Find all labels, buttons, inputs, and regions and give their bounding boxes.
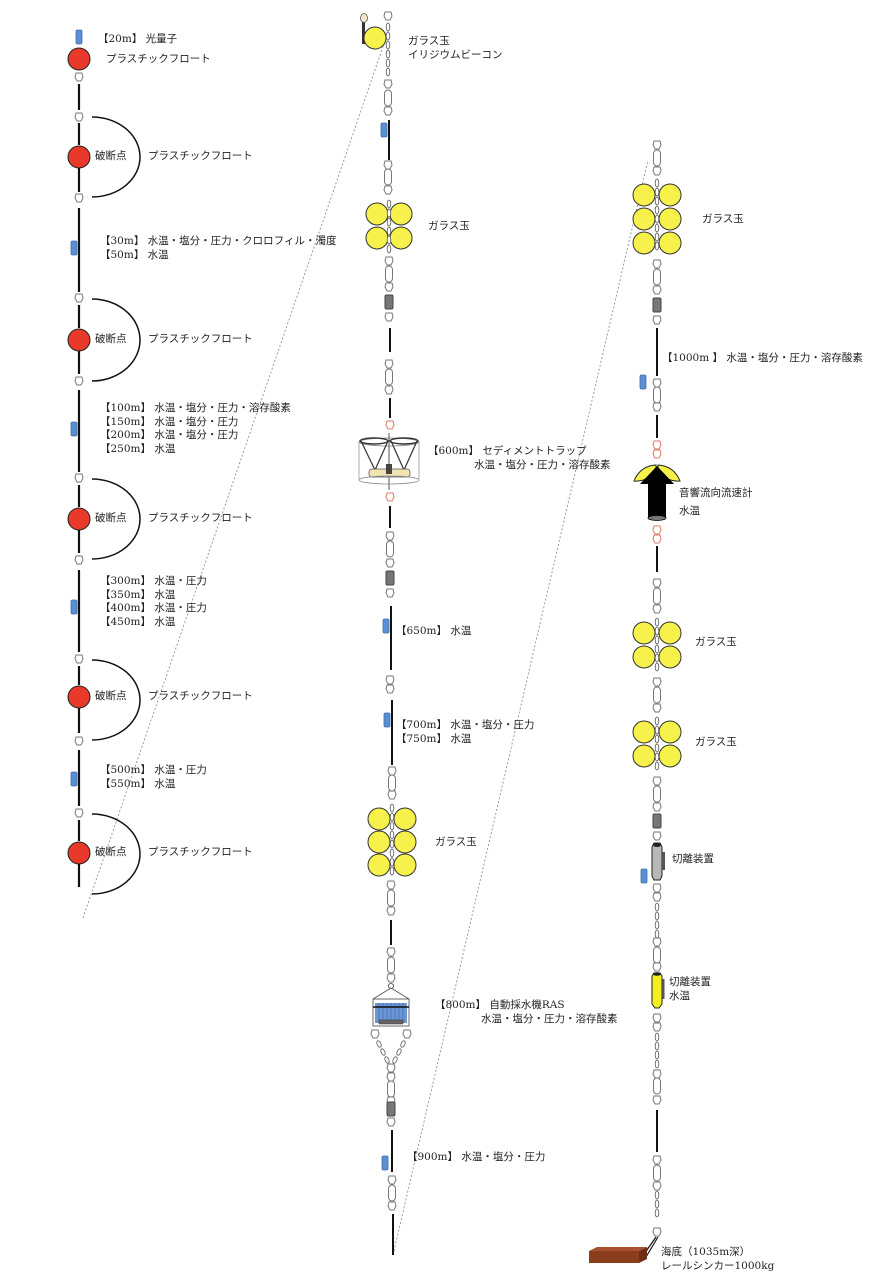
break-point-label: 破断点 xyxy=(95,333,127,345)
iridium-beacon-label: ガラス玉 イリジウムビーコン xyxy=(408,35,503,61)
sensor-icon xyxy=(381,1155,389,1171)
adcp-label: 音響流向流速計 水温 xyxy=(679,487,753,517)
glass-ball-icon xyxy=(393,853,417,877)
sediment-trap-label: 【600m】 セディメントトラップ 水温・塩分・圧力・溶存酸素 xyxy=(428,445,611,471)
glass-ball-icon xyxy=(365,202,389,226)
glass-ball-icon xyxy=(393,830,417,854)
glass-ball-icon xyxy=(393,807,417,831)
sensor-icon xyxy=(640,868,648,884)
plastic-float-icon xyxy=(67,47,91,71)
right-mooring-column xyxy=(589,140,682,1263)
glass-ball-icon xyxy=(658,621,682,645)
acoustic-release-label: 切離装置 xyxy=(672,853,714,865)
plastic-float-label: プラスチックフロート xyxy=(106,53,211,65)
glass-ball-icon xyxy=(365,226,389,250)
sensor-group-label: 【100m】 水温・塩分・圧力・溶存酸素 【150m】 水温・塩分・圧力 【20… xyxy=(100,402,291,455)
swivel-icon xyxy=(385,570,395,586)
swivel-icon xyxy=(384,294,394,310)
sensor-icon xyxy=(70,599,78,615)
glass-ball-icon xyxy=(389,226,413,250)
quantum-sensor-icon xyxy=(75,29,83,45)
sensor-700m-label: 【700m】 水温・塩分・圧力 【750m】 水温 xyxy=(396,719,535,745)
break-point-label: 破断点 xyxy=(95,690,127,702)
glass-ball-icon xyxy=(658,720,682,744)
sensor-icon xyxy=(70,421,78,437)
glass-ball-icon xyxy=(367,853,391,877)
plastic-float-label: プラスチックフロート xyxy=(148,150,253,162)
sensor-icon xyxy=(382,618,390,634)
break-point-label: 破断点 xyxy=(95,150,127,162)
glass-ball-label: ガラス玉 xyxy=(435,836,477,848)
left-mooring-column xyxy=(67,29,141,895)
sensor-group-label: 【30m】 水温・塩分・圧力・クロロフィル・濁度 【50m】 水温 xyxy=(100,235,337,261)
rail-sinker-icon xyxy=(589,1247,647,1263)
swivel-icon xyxy=(386,1101,396,1117)
break-point-arc xyxy=(91,298,141,382)
plastic-float-label: プラスチックフロート xyxy=(148,333,253,345)
glass-ball-icon xyxy=(367,830,391,854)
break-point-arc xyxy=(91,478,141,560)
glass-ball-label: ガラス玉 xyxy=(702,213,744,225)
acoustic-release-icon xyxy=(651,972,665,1009)
glass-ball-icon xyxy=(389,202,413,226)
sensor-900m-label: 【900m】 水温・塩分・圧力 xyxy=(407,1151,546,1163)
break-point-label: 破断点 xyxy=(95,846,127,858)
plastic-float-label: プラスチックフロート xyxy=(148,690,253,702)
break-point-label: 破断点 xyxy=(95,512,127,524)
glass-ball-icon xyxy=(632,621,656,645)
glass-ball-icon xyxy=(658,231,682,255)
glass-ball-icon xyxy=(658,645,682,669)
glass-ball-label: ガラス玉 xyxy=(428,220,470,232)
sensor-icon xyxy=(380,122,388,138)
sensor-icon xyxy=(639,374,647,390)
sensor-650m-label: 【650m】 水温 xyxy=(396,625,472,637)
glass-ball-icon xyxy=(658,207,682,231)
sensor-icon xyxy=(383,712,391,728)
plastic-float-icon xyxy=(67,328,91,352)
glass-ball-icon xyxy=(632,720,656,744)
connector-line-left-to-middle xyxy=(82,37,387,919)
middle-mooring-column xyxy=(358,11,420,1255)
sensor-group-label: 【500m】 水温・圧力 【550m】 水温 xyxy=(100,764,207,790)
glass-ball-icon xyxy=(632,231,656,255)
swivel-icon xyxy=(652,813,662,829)
glass-ball-icon xyxy=(658,744,682,768)
sensor-1000m-label: 【1000m 】 水温・塩分・圧力・溶存酸素 xyxy=(662,352,863,364)
break-point-arc xyxy=(91,116,141,198)
plastic-float-icon xyxy=(67,507,91,531)
glass-ball-icon xyxy=(658,183,682,207)
acoustic-release-icon xyxy=(651,842,665,881)
ras-label: 【800m】 自動採水機RAS 水温・塩分・圧力・溶存酸素 xyxy=(435,999,618,1025)
plastic-float-icon xyxy=(67,841,91,865)
plastic-float-label: プラスチックフロート xyxy=(148,846,253,858)
seabed-sinker-label: 海底（1035m深） レールシンカー1000kg xyxy=(661,1246,775,1272)
break-point-arc xyxy=(91,659,141,741)
adcp-current-meter-icon xyxy=(633,464,681,521)
sensor-icon xyxy=(70,240,78,256)
connector-line-middle-to-right xyxy=(392,159,649,1256)
iridium-beacon-icon xyxy=(360,13,368,23)
plastic-float-label: プラスチックフロート xyxy=(148,512,253,524)
glass-ball-icon xyxy=(367,807,391,831)
acoustic-release-label: 切離装置 水温 xyxy=(669,976,711,1002)
plastic-float-icon xyxy=(67,685,91,709)
swivel-icon xyxy=(652,297,662,313)
glass-ball-icon xyxy=(632,207,656,231)
glass-ball-icon xyxy=(632,744,656,768)
sediment-trap-icon xyxy=(358,433,420,490)
glass-ball-icon xyxy=(632,645,656,669)
ras-water-sampler-icon xyxy=(372,983,410,1027)
quantum-sensor-label: 【20m】 光量子 xyxy=(98,33,178,45)
sensor-group-label: 【300m】 水温・圧力 【350m】 水温 【400m】 水温・圧力 【450… xyxy=(100,575,207,628)
break-point-arc xyxy=(91,813,141,895)
glass-ball-icon xyxy=(632,183,656,207)
glass-ball-icon xyxy=(363,26,387,50)
sensor-icon xyxy=(70,771,78,787)
glass-ball-label: ガラス玉 xyxy=(695,636,737,648)
glass-ball-label: ガラス玉 xyxy=(695,736,737,748)
plastic-float-icon xyxy=(67,145,91,169)
